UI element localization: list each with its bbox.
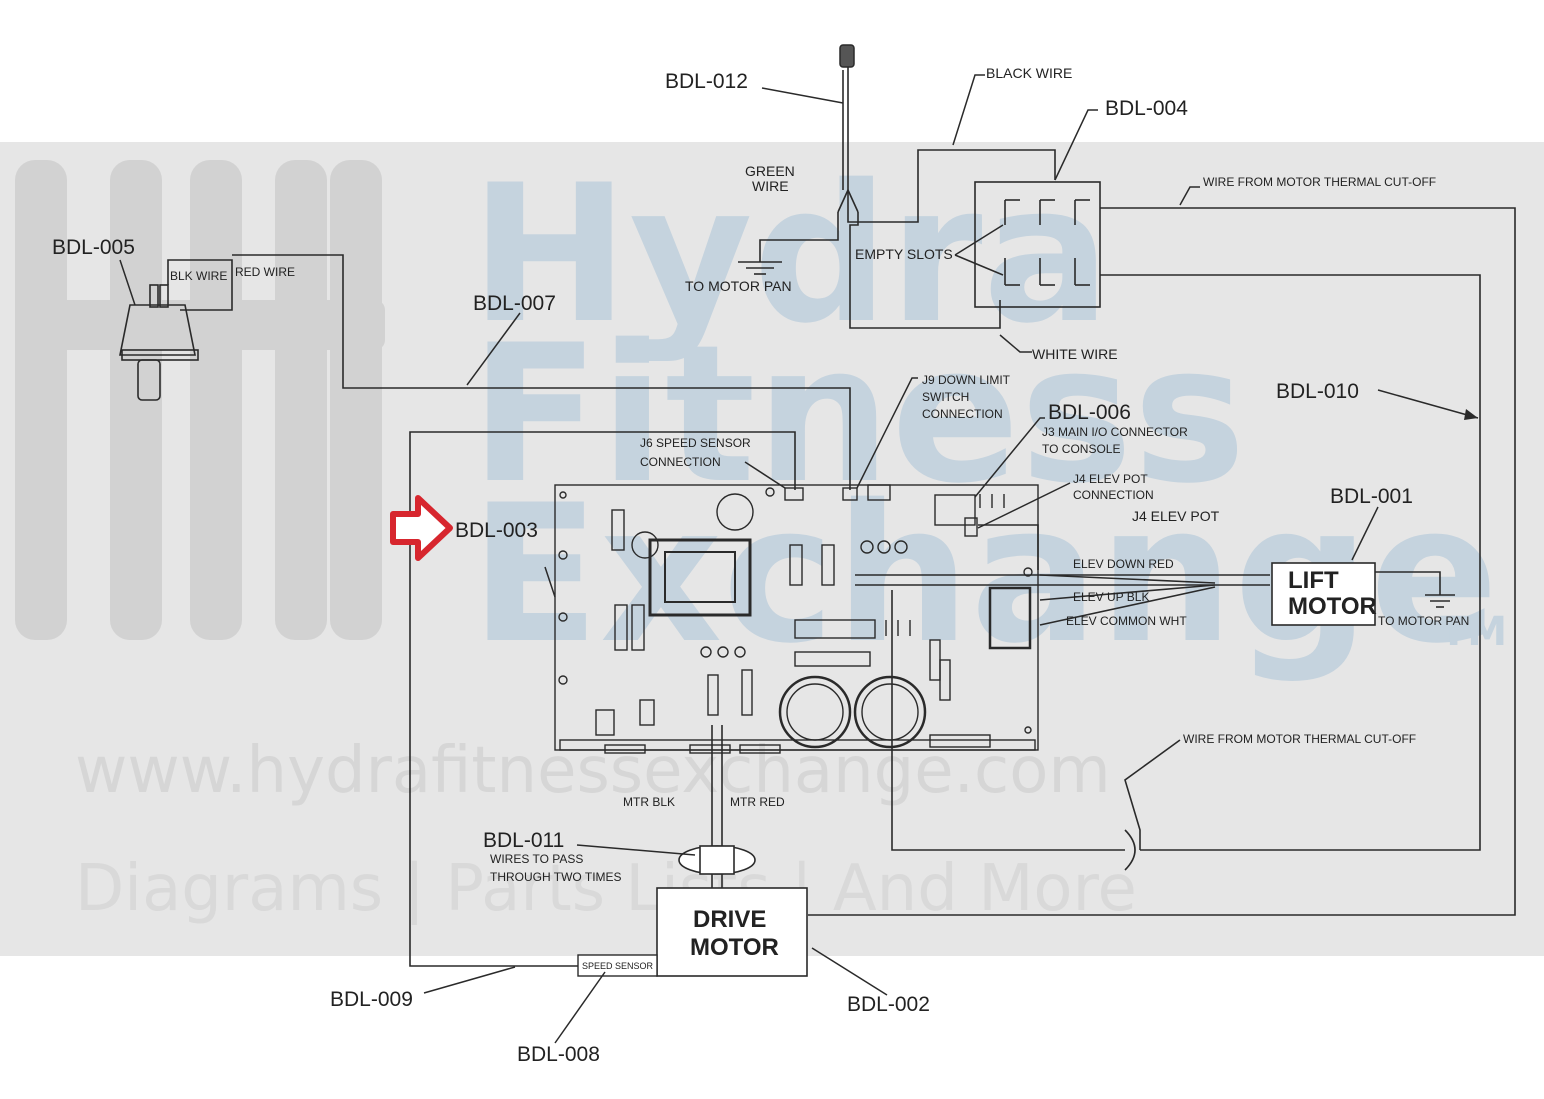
label-black-wire: BLACK WIRE xyxy=(986,65,1072,81)
part-label-bdl010: BDL-010 xyxy=(1276,380,1359,403)
watermark-line1: Hydra xyxy=(470,144,1111,365)
part-label-bdl011: BDL-011 xyxy=(483,829,564,852)
drive-motor-label-2: MOTOR xyxy=(690,934,779,961)
drive-motor-box xyxy=(656,887,808,977)
ground-symbol-right xyxy=(1425,594,1455,608)
label-elev-common: ELEV COMMON WHT xyxy=(1066,614,1187,628)
label-to-motor-pan-right: TO MOTOR PAN xyxy=(1378,614,1469,628)
label-elev-down: ELEV DOWN RED xyxy=(1073,557,1174,571)
leader-arrowheads xyxy=(1464,409,1478,420)
label-thermal-bottom: WIRE FROM MOTOR THERMAL CUT-OFF xyxy=(1183,732,1416,746)
part-label-bdl006: BDL-006 xyxy=(1048,401,1131,424)
watermark-url: www.hydrafitnessexchange.com xyxy=(75,734,1111,808)
label-blk-wire: BLK WIRE xyxy=(170,269,227,283)
lift-motor-box xyxy=(1271,562,1376,626)
power-cord-plug xyxy=(839,44,855,68)
label-green-wire-2: WIRE xyxy=(752,178,789,194)
part-label-bdl012: BDL-012 xyxy=(665,70,748,93)
down-limit-switch xyxy=(119,284,199,401)
label-thermal-top: WIRE FROM MOTOR THERMAL CUT-OFF xyxy=(1203,175,1436,189)
label-j3-line1: J3 MAIN I/O CONNECTOR xyxy=(1042,425,1188,439)
watermark: Hydra Fitness Exchange TM www.hydrafitne… xyxy=(0,142,1544,956)
power-switch-box xyxy=(974,181,1101,308)
watermark-band xyxy=(0,142,1544,956)
label-j9-line2: SWITCH xyxy=(922,390,969,404)
label-mtr-blk: MTR BLK xyxy=(623,795,675,809)
label-to-motor-pan-top: TO MOTOR PAN xyxy=(685,278,792,294)
label-wires-pass-2: THROUGH TWO TIMES xyxy=(490,870,622,884)
label-wires-pass-1: WIRES TO PASS xyxy=(490,852,583,866)
label-red-wire: RED WIRE xyxy=(235,265,295,279)
label-j4pot-line2: CONNECTION xyxy=(1073,488,1154,502)
label-j6-line2: CONNECTION xyxy=(640,455,721,469)
lift-motor-label-2: MOTOR xyxy=(1288,593,1377,620)
part-labels: BDL-012 BDL-004 BDL-005 BDL-007 BDL-010 … xyxy=(52,70,1413,1066)
part-label-bdl003: BDL-003 xyxy=(455,519,538,542)
part-label-bdl002: BDL-002 xyxy=(847,993,930,1016)
label-empty-slots: EMPTY SLOTS xyxy=(855,246,953,262)
label-green-wire-1: GREEN xyxy=(745,163,795,179)
wire-labels: BLACK WIRE GREEN WIRE TO MOTOR PAN EMPTY… xyxy=(170,65,1469,884)
control-board xyxy=(554,484,1039,754)
wires xyxy=(167,50,1516,967)
speed-sensor-box xyxy=(577,954,658,977)
part-label-bdl008: BDL-008 xyxy=(517,1043,600,1066)
part-label-bdl001: BDL-001 xyxy=(1330,485,1413,508)
highlight-arrow-icon xyxy=(390,495,453,561)
label-j9-line3: CONNECTION xyxy=(922,407,1003,421)
part-label-bdl009: BDL-009 xyxy=(330,988,413,1011)
leader-lines xyxy=(119,74,1479,1044)
lift-motor-label-1: LIFT xyxy=(1288,567,1339,594)
label-j6-line1: J6 SPEED SENSOR xyxy=(640,436,751,450)
ferrite-choke xyxy=(678,845,756,875)
speed-sensor-label: SPEED SENSOR xyxy=(582,961,654,971)
ground-symbol-top xyxy=(738,261,782,275)
label-j9-line1: J9 DOWN LIMIT xyxy=(922,373,1011,387)
watermark-line2: Fitness xyxy=(470,304,1246,525)
part-label-bdl005: BDL-005 xyxy=(52,236,135,259)
label-j4pot-line1: J4 ELEV POT xyxy=(1073,472,1148,486)
part-label-bdl004: BDL-004 xyxy=(1105,97,1188,120)
label-j4-elev-pot: J4 ELEV POT xyxy=(1132,508,1220,524)
part-label-bdl007: BDL-007 xyxy=(473,292,556,315)
label-mtr-red: MTR RED xyxy=(730,795,785,809)
component-labels: LIFT MOTOR DRIVE MOTOR SPEED SENSOR xyxy=(582,567,1377,971)
watermark-tagline: Diagrams | Parts Lists | And More xyxy=(75,852,1137,926)
label-white-wire: WHITE WIRE xyxy=(1032,346,1118,362)
label-elev-up: ELEV UP BLK xyxy=(1073,590,1150,604)
watermark-tm: TM xyxy=(1440,609,1507,655)
drive-motor-label-1: DRIVE xyxy=(693,906,766,933)
label-j3-line2: TO CONSOLE xyxy=(1042,442,1120,456)
